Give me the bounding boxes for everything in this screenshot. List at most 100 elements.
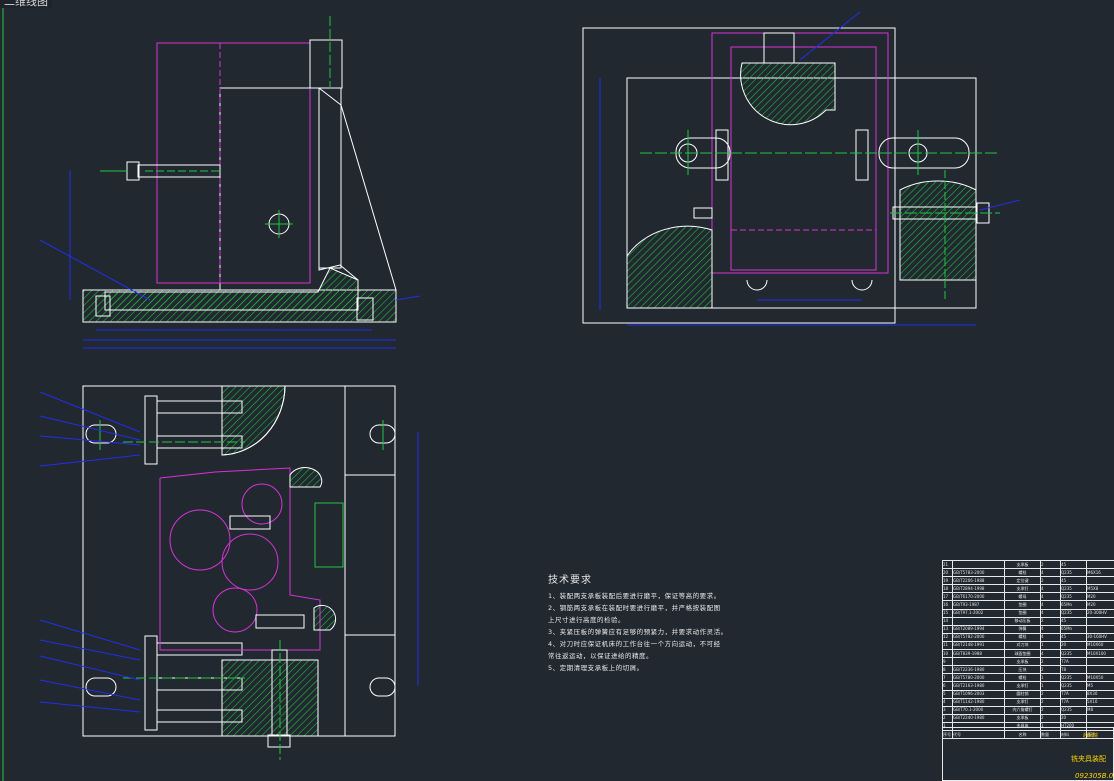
bom-cell-std: GB/T97.1-2002: [952, 608, 1005, 618]
bom-cell-no: 6: [942, 681, 953, 691]
bom-cell-std: GB/T2240-1980: [952, 713, 1005, 723]
bom-cell-qty: 4: [1040, 584, 1061, 594]
bom-cell-qty: 2: [1040, 616, 1061, 626]
bom-cell-note: M8: [1086, 705, 1114, 715]
bom-cell-std: GB/T5780-2000: [952, 673, 1005, 683]
bom-cell-std: GB/T2894-1998: [952, 584, 1005, 594]
bom-cell-no: 14: [942, 616, 953, 626]
bom-cell-std: GB/T2148-1991: [952, 640, 1005, 651]
bom-cell-no: 20: [942, 568, 953, 578]
bom-cell-note: [1086, 559, 1114, 570]
bom-cell-mat: 45: [1060, 576, 1087, 586]
bom-cell-no: 8: [942, 665, 953, 675]
requirement-line: 2、钢筋两支承板在装配时要进行磨平，并严格按装配图: [548, 604, 721, 612]
bom-cell-qty: 2: [1040, 705, 1061, 715]
side-view[interactable]: [582, 11, 1021, 326]
bom-cell-qty: 2: [1040, 689, 1061, 699]
bom-cell-mat: Q235: [1060, 673, 1087, 683]
bom-cell-note: [1086, 657, 1114, 667]
bom-cell-mat: 45: [1060, 559, 1087, 570]
requirement-line: 4、对刀时应保证机床的工作台往一个方向运动，不可经: [548, 640, 721, 648]
bom-cell-mat: 45: [1060, 632, 1087, 642]
bom-cell-std: GB/T5782-2000: [952, 632, 1005, 642]
bom-cell-note: M10X100: [1086, 649, 1114, 659]
requirement-line: 5、定期清理支承板上的切屑。: [548, 664, 644, 672]
bom-cell-std: [952, 616, 1005, 626]
bom-cell-name: 螺栓: [1004, 568, 1041, 578]
bom-cell-std: [952, 559, 1005, 570]
bom-cell-name: 支承钉: [1004, 681, 1041, 691]
bom-cell-note: [1086, 624, 1114, 634]
bom-cell-name: 垫圈: [1004, 608, 1041, 618]
bom-cell-note: M5: [1086, 681, 1114, 691]
bom-cell-no: 3: [942, 705, 953, 715]
technical-requirements-title: 技术要求: [548, 575, 592, 586]
bom-cell-note: 5X10: [1086, 697, 1114, 707]
front-view[interactable]: [39, 16, 421, 349]
title-block-drawing-code: 092305B.0: [1075, 772, 1114, 780]
bom-cell-no: 2: [942, 713, 953, 723]
requirement-line: 上尺寸进行高度的检验。: [548, 616, 625, 624]
bom-cell-mat: 20: [1060, 713, 1087, 723]
bom-cell-note: 20-300HV: [1086, 608, 1114, 618]
bom-cell-name: 定位键: [1004, 576, 1041, 586]
bom-cell-name: 内六角螺钉: [1004, 705, 1041, 715]
bom-cell-qty: 1: [1040, 681, 1061, 691]
viewport-visual-style-label[interactable]: 二维线图: [0, 0, 52, 8]
bom-cell-mat: 20: [1060, 640, 1087, 651]
bom-cell-mat: T7A: [1060, 689, 1087, 699]
bom-cell-mat: Q235: [1060, 681, 1087, 691]
bom-cell-name: 支承钉: [1004, 697, 1041, 707]
bom-cell-std: GB/T2089-1994: [952, 624, 1005, 634]
bom-cell-qty: 2: [1040, 576, 1061, 586]
bom-cell-no: 5: [942, 689, 953, 699]
bom-cell-std: GB/T6170-2000: [952, 592, 1005, 602]
bom-cell-note: [1086, 576, 1114, 586]
bom-cell-name: 支承板: [1004, 657, 1041, 667]
bom-cell-note: M20: [1086, 592, 1114, 602]
bom-cell-qty: 4: [1040, 592, 1061, 602]
bom-cell-mat: 45: [1060, 616, 1087, 626]
bom-cell-name: 垫圈: [1004, 600, 1041, 610]
top-view[interactable]: [39, 385, 419, 760]
bom-cell-name: 圆柱销: [1004, 689, 1041, 699]
bom-cell-mat: T7A: [1060, 697, 1087, 707]
bom-cell-mat: Q235: [1060, 592, 1087, 602]
bom-cell-no: 16: [942, 600, 953, 610]
bom-cell-no: 19: [942, 576, 953, 586]
bom-cell-qty: 4: [1040, 624, 1061, 634]
bom-cell-name: 螺母: [1004, 592, 1041, 602]
bom-cell-name: 弹簧: [1004, 624, 1041, 634]
bom-cell-name: 球面垫圈: [1004, 649, 1041, 659]
bom-cell-no: 15: [942, 608, 953, 618]
bom-cell-std: GB/T5783-2000: [952, 568, 1005, 578]
bom-cell-qty: 4: [1040, 600, 1061, 610]
bom-cell-note: [1086, 713, 1114, 723]
requirement-line: 3、夹紧压板的弹簧应有足够的预紧力，并要求动作灵活。: [548, 628, 728, 636]
bom-cell-note: 8X30: [1086, 689, 1114, 699]
requirement-line: 常往返运动，以保证进给的精度。: [548, 652, 653, 660]
bom-cell-std: GB/T93-1987: [952, 600, 1005, 610]
bom-cell-name: 对刀块: [1004, 640, 1041, 651]
bom-cell-qty: 4: [1040, 608, 1061, 618]
bom-cell-note: M5X8: [1086, 584, 1114, 594]
bom-cell-std: GB/T2206-1988: [952, 576, 1005, 586]
bom-cell-no: 12: [942, 632, 953, 642]
title-block: 后洞院 铣夹具装配 092305B.0: [942, 727, 1114, 781]
